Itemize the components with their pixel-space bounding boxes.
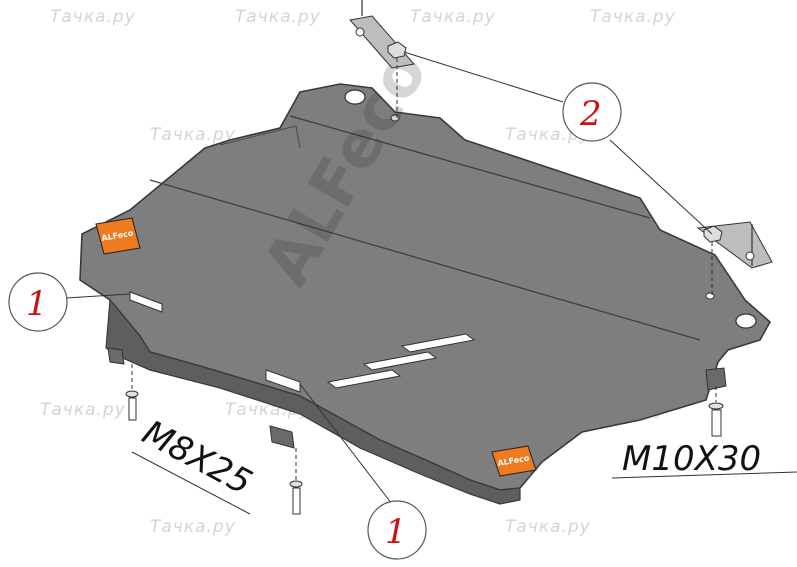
leader-lines <box>65 51 713 509</box>
plate-fold-line <box>219 125 301 149</box>
callout-2-top: 2 <box>562 82 622 142</box>
mounting-hole <box>344 89 366 105</box>
plate-fold-line <box>289 115 651 219</box>
watermark-text: Тачка.ру <box>590 7 676 27</box>
logo-pad: ALFeco <box>491 445 537 477</box>
mounting-slot <box>265 369 301 393</box>
logo-pad: ALFeco <box>95 217 141 255</box>
bolt <box>289 448 303 515</box>
callout-number: 1 <box>385 512 407 552</box>
bolt <box>125 364 139 421</box>
mounting-hole <box>705 292 715 300</box>
vent-slot <box>362 351 438 371</box>
mounting-tab <box>705 367 727 391</box>
watermark-text: Тачка.ру <box>50 7 136 27</box>
plate-top-face <box>79 83 772 491</box>
vent-slot <box>326 369 402 389</box>
bolt-size-text: M10X30 <box>622 439 761 479</box>
callout-number: 2 <box>579 94 602 134</box>
protection-plate <box>79 83 772 505</box>
mounting-slot <box>129 291 163 313</box>
watermark-text: Тачка.ру <box>505 517 591 537</box>
watermark-text: Тачка.ру <box>40 400 126 420</box>
watermark-text: Тачка.ру <box>150 517 236 537</box>
callout-number: 1 <box>26 284 48 324</box>
callout-1-left: 1 <box>8 272 68 332</box>
bolt-size-text: M8X25 <box>136 413 259 503</box>
mounting-tab <box>107 347 125 365</box>
mounting-hole <box>735 313 757 329</box>
bolt <box>708 386 724 437</box>
watermark-text: Тачка.ру <box>235 7 321 27</box>
mounting-tab <box>269 425 295 449</box>
callout-1-bottom: 1 <box>367 500 427 560</box>
plate-front-skirt <box>105 298 521 505</box>
bolt-size-label-right: M10X30 <box>611 439 797 479</box>
watermark-text: Тачка.ру <box>410 7 496 27</box>
bracket-right <box>696 221 773 296</box>
bolt-size-label-left: M8X25 <box>131 413 259 515</box>
vent-slot <box>400 333 476 353</box>
watermark-text: Тачка.ру <box>150 125 236 145</box>
plate-fold-line <box>149 179 701 341</box>
bracket-top <box>349 0 415 118</box>
